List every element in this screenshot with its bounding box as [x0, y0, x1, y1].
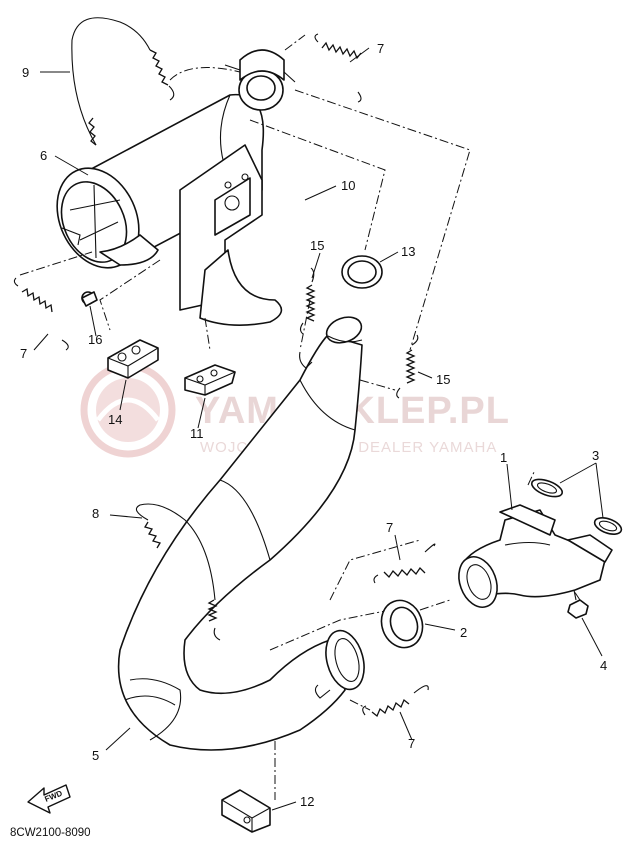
- callout-16: 16: [88, 332, 102, 347]
- silencer: [56, 93, 283, 326]
- silencer-inlet-clamp: [224, 49, 296, 111]
- callout-4: 4: [600, 658, 607, 673]
- spring-15-lower: [396, 334, 419, 399]
- gaskets-3: [530, 478, 623, 535]
- callout-5: 5: [92, 748, 99, 763]
- spring-8: [135, 503, 218, 622]
- callout-7-left: 7: [20, 346, 27, 361]
- fwd-arrow-icon: FWD: [27, 784, 71, 814]
- callout-7-bottom: 7: [408, 736, 415, 751]
- spring-7-mid-right: [373, 543, 436, 584]
- assembly-lines: [19, 34, 581, 800]
- spring-7-left: [13, 277, 69, 351]
- gasket-2: [380, 599, 424, 649]
- callout-11: 11: [190, 426, 204, 441]
- leader-lines: [33, 47, 604, 811]
- callout-14: 14: [108, 412, 122, 427]
- callout-1: 1: [500, 450, 507, 465]
- spring-7-bottom: [362, 685, 429, 718]
- damper-11: [184, 364, 236, 396]
- callout-10: 10: [341, 178, 355, 193]
- callout-12: 12: [300, 794, 314, 809]
- callout-9: 9: [22, 65, 29, 80]
- callout-13: 13: [401, 244, 415, 259]
- diagram-code: 8CW2100-8090: [10, 827, 91, 839]
- callout-15-lower: 15: [436, 372, 450, 387]
- callout-15-upper: 15: [310, 238, 324, 253]
- callout-2: 2: [460, 625, 467, 640]
- guard-12: [221, 789, 271, 833]
- callout-8: 8: [92, 506, 99, 521]
- spring-7-top-right: [314, 33, 362, 103]
- spring-hook-wire: [71, 17, 175, 146]
- bolt-4: [567, 589, 589, 619]
- gasket-13: [341, 255, 383, 289]
- damper-14: [107, 339, 159, 379]
- exhaust-pipe: [117, 316, 365, 751]
- callout-6: 6: [40, 148, 47, 163]
- callout-3: 3: [592, 448, 599, 463]
- exhaust-manifold: [458, 504, 613, 608]
- callouts: 9 6 7 10 13 15 15 7 16 14 11 8 5 1 3 2 4…: [20, 41, 607, 809]
- bolt-16: [81, 291, 98, 307]
- callout-7-mid-right: 7: [386, 520, 393, 535]
- callout-7-top-right: 7: [377, 41, 384, 56]
